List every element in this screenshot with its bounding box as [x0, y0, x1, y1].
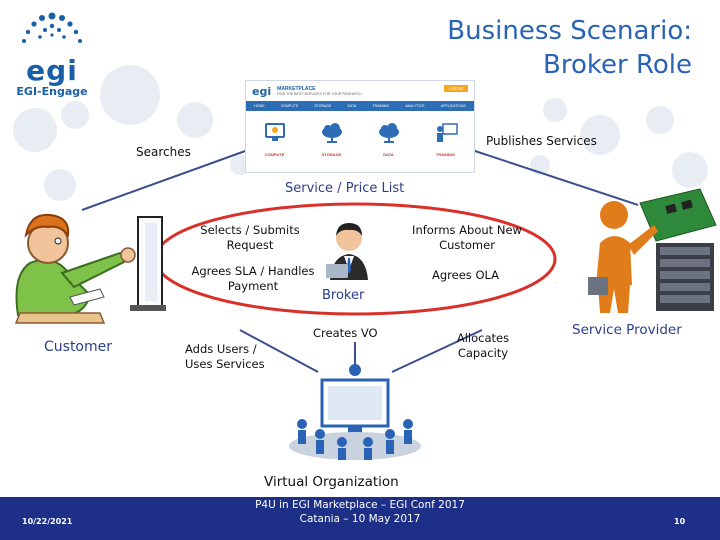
marketplace-nav-item[interactable]: STORAGE: [314, 104, 332, 108]
broker-person-icon: [326, 223, 368, 280]
vo-label: Virtual Organization: [264, 474, 399, 490]
informs-label: Informs About New Customer: [408, 223, 526, 253]
cloud-storage-icon: [321, 123, 342, 143]
marketplace-screenshot[interactable]: egi MARKETPLACE FIND THE BEST SERVICES F…: [245, 80, 475, 173]
training-icon: [436, 123, 458, 142]
tile-label: COMPUTE: [264, 152, 285, 157]
selects-line-2: Request: [226, 238, 274, 252]
marketplace-header: egi MARKETPLACE FIND THE BEST SERVICES F…: [246, 81, 474, 101]
logo-subtitle: EGI-Engage: [16, 85, 88, 98]
title-line-1: Business Scenario:: [447, 16, 692, 46]
agrees-ola-label: Agrees OLA: [432, 268, 500, 282]
marketplace-nav-item[interactable]: ANALYTICS: [405, 104, 425, 108]
marketplace-header-text: MARKETPLACE: [277, 86, 316, 92]
tile-compute[interactable]: COMPUTE: [255, 121, 295, 157]
page-number: 10: [674, 517, 686, 526]
footer-center-line-1: P4U in EGI Marketplace – EGI Conf 2017: [255, 499, 465, 511]
customer-illustration: [14, 213, 166, 324]
compute-icon: [264, 123, 285, 141]
agrees-sla-line-1: Agrees SLA / Handles: [191, 264, 315, 278]
title-line-2: Broker Role: [543, 50, 692, 80]
marketplace-logo: egi: [252, 84, 272, 98]
footer-date: 10/22/2021: [22, 517, 73, 526]
customer-label: Customer: [44, 339, 113, 355]
provider-to-vo-line: [391, 329, 483, 373]
searches-line: [81, 149, 249, 211]
vo-members: [297, 419, 413, 460]
agrees-sla-line-2: Payment: [227, 279, 279, 293]
footer-bar: 10/22/2021 P4U in EGI Marketplace – EGI …: [0, 497, 720, 540]
adds-users-line-1: Adds Users /: [185, 342, 257, 356]
slide-title: Business Scenario: Broker Role: [447, 14, 692, 82]
marketplace-nav-item[interactable]: DATA: [347, 104, 357, 108]
tile-storage[interactable]: STORAGE: [312, 121, 352, 157]
provider-label: Service Provider: [572, 322, 682, 338]
allocates-line-1: Allocates: [456, 331, 510, 345]
marketplace-login-button[interactable]: LOGIN: [443, 85, 468, 92]
informs-line-1: Informs About New: [412, 223, 522, 237]
tile-data[interactable]: DATA: [369, 121, 409, 157]
creates-vo-label: Creates VO: [313, 326, 378, 340]
tile-training[interactable]: TRAINING: [426, 121, 466, 157]
informs-line-2: Customer: [439, 238, 495, 252]
marketplace-header-sub: FIND THE BEST SERVICES FOR YOUR RESEARCH: [277, 92, 362, 96]
agrees-sla-label: Agrees SLA / Handles Payment: [188, 264, 318, 294]
publishes-line: [471, 149, 639, 206]
adds-users-label: Adds Users / Uses Services: [185, 342, 265, 372]
marketplace-nav-item[interactable]: HOME: [254, 104, 265, 108]
price-list-label: Service / Price List: [285, 181, 405, 196]
egi-logo-dots: [22, 12, 82, 43]
customer-to-vo-line: [239, 329, 319, 373]
marketplace-nav: HOME COMPUTE STORAGE DATA TRAINING ANALY…: [246, 101, 474, 111]
allocates-line-2: Capacity: [457, 346, 509, 360]
tile-label: DATA: [383, 152, 394, 157]
marketplace-nav-item[interactable]: APPLICATIONS: [440, 104, 466, 108]
tile-label: TRAINING: [435, 152, 456, 157]
selects-label: Selects / Submits Request: [190, 223, 310, 253]
publishes-label: Publishes Services: [486, 134, 597, 148]
egi-logo: egi EGI-Engage: [12, 10, 92, 98]
tile-label: STORAGE: [321, 152, 342, 157]
adds-users-line-2: Uses Services: [185, 357, 265, 371]
allocates-label: Allocates Capacity: [455, 331, 511, 361]
cloud-data-icon: [378, 123, 399, 143]
marketplace-tiles: COMPUTE STORAGE DATA TRAINING: [246, 111, 474, 157]
marketplace-nav-item[interactable]: TRAINING: [372, 104, 390, 108]
footer-center: P4U in EGI Marketplace – EGI Conf 2017 C…: [220, 498, 500, 526]
server-rack: [656, 243, 714, 311]
logo-egi-text: egi: [26, 54, 78, 87]
searches-label: Searches: [136, 145, 191, 159]
selects-line-1: Selects / Submits: [200, 223, 300, 237]
footer-center-line-2: Catania – 10 May 2017: [299, 513, 421, 525]
broker-label: Broker: [322, 288, 365, 303]
virtual-organization-illustration: [289, 364, 421, 460]
service-provider-illustration: [588, 188, 717, 313]
marketplace-nav-item[interactable]: COMPUTE: [280, 104, 299, 108]
